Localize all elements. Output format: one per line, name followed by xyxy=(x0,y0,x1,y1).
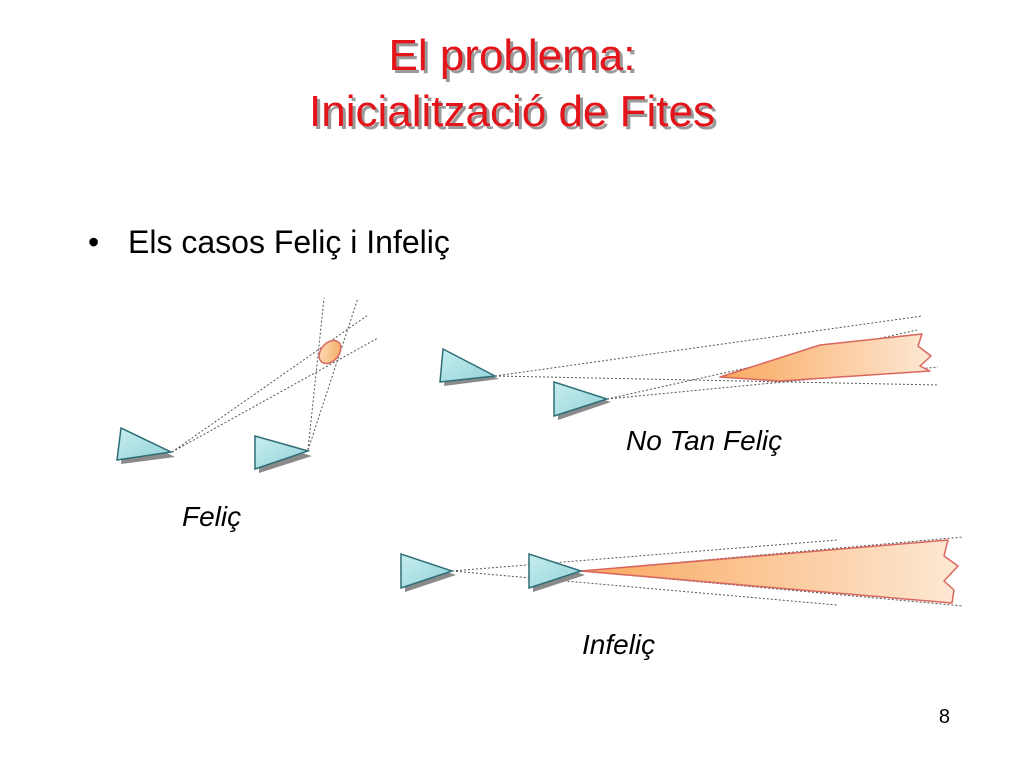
title-line-1: El problema: xyxy=(388,31,636,80)
unhappy-rays xyxy=(451,536,964,607)
camera-icon xyxy=(439,347,499,386)
bullet-marker: • xyxy=(88,224,100,260)
camera-icon xyxy=(553,380,611,420)
not-so-happy-region xyxy=(719,333,932,382)
happy-label: Feliç xyxy=(182,501,242,532)
happy-case-diagram xyxy=(116,297,379,473)
page-number: 8 xyxy=(938,706,950,728)
camera-icon xyxy=(528,552,585,592)
slide-title: El problema: Inicialització de Fites xyxy=(0,28,1024,140)
camera-icon xyxy=(116,426,175,464)
bullet-item: • Els casos Feliç i Infeliç xyxy=(88,222,450,262)
unhappy-case-diagram xyxy=(400,536,964,607)
title-line-2: Inicialització de Fites xyxy=(309,87,715,136)
camera-icon xyxy=(254,435,312,473)
not-so-happy-case-diagram xyxy=(439,315,939,420)
bullet-text: Els casos Feliç i Infeliç xyxy=(128,224,450,260)
camera-icon xyxy=(400,552,456,592)
not-so-happy-label: No Tan Feliç xyxy=(626,425,783,456)
unhappy-region xyxy=(580,539,959,604)
happy-uncertainty-ellipse xyxy=(318,339,342,365)
unhappy-label: Infeliç xyxy=(582,629,656,660)
happy-rays xyxy=(171,297,379,453)
